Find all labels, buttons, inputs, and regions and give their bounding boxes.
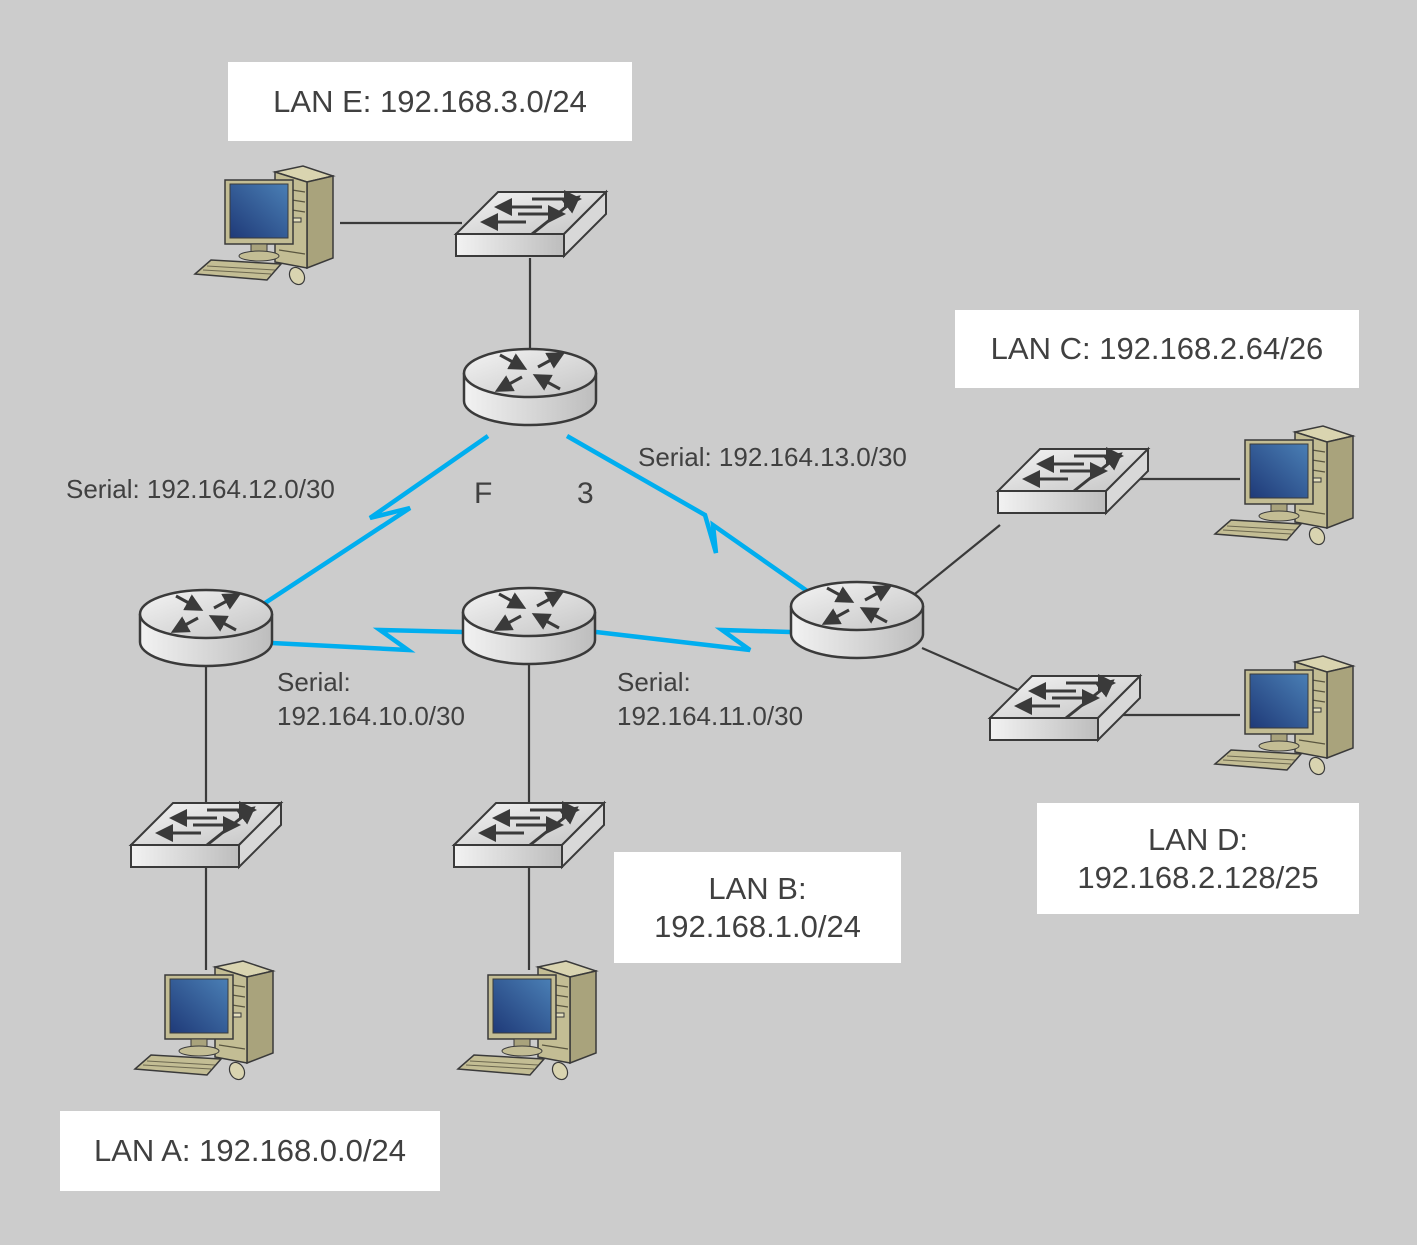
lan-e-text: LAN E: 192.168.3.0/24 xyxy=(273,83,587,119)
router-top xyxy=(464,349,596,425)
lan-a-text: LAN A: 192.168.0.0/24 xyxy=(94,1133,406,1168)
label-3: 3 xyxy=(577,477,594,510)
serial-label-12-text: Serial: 192.164.12.0/30 xyxy=(66,474,335,504)
pc-b xyxy=(457,960,597,1084)
pc-c xyxy=(1214,425,1354,549)
router-right xyxy=(791,582,923,658)
switch-a xyxy=(131,803,281,867)
serial-label-10-text-1: Serial: xyxy=(277,667,351,697)
lan-b-text-1: LAN B: xyxy=(708,870,807,906)
pc-a xyxy=(134,960,274,1084)
lan-c-text: LAN C: 192.168.2.64/26 xyxy=(990,331,1324,366)
serial-label-12: Serial: 192.164.12.0/30 xyxy=(66,472,335,506)
pc-d xyxy=(1214,655,1354,779)
serial-label-13-text: Serial: 192.164.13.0/30 xyxy=(638,442,907,472)
serial-label-10: Serial: 192.164.10.0/30 xyxy=(277,665,465,733)
pc-e xyxy=(194,165,334,289)
serial-label-10-text-2: 192.164.10.0/30 xyxy=(277,701,465,731)
label-f: F xyxy=(474,477,493,510)
switch-d xyxy=(990,676,1140,740)
serial-link-10 xyxy=(271,627,464,653)
serial-label-11: Serial: 192.164.11.0/30 xyxy=(617,665,803,733)
lan-e-label: LAN E: 192.168.3.0/24 xyxy=(228,62,632,141)
ethernet-links xyxy=(204,221,1240,970)
serial-label-13: Serial: 192.164.13.0/30 xyxy=(638,440,907,474)
router-left xyxy=(140,590,272,666)
serial-label-11-text-2: 192.164.11.0/30 xyxy=(617,701,804,731)
serial-link-13 xyxy=(565,434,822,602)
lan-c-label: LAN C: 192.168.2.64/26 xyxy=(955,310,1359,388)
lan-b-label: LAN B: 192.168.1.0/24 xyxy=(614,852,901,963)
lan-d-text-2: 192.168.2.128/25 xyxy=(1077,859,1319,895)
switch-c xyxy=(998,449,1148,513)
switch-e xyxy=(456,192,606,256)
switch-b xyxy=(454,803,604,867)
lan-d-label: LAN D: 192.168.2.128/25 xyxy=(1037,803,1359,914)
serial-link-11 xyxy=(595,627,791,653)
link-r-right-sw-d xyxy=(921,646,1019,692)
lan-d-text-1: LAN D: xyxy=(1148,821,1248,857)
lan-b-text-2: 192.168.1.0/24 xyxy=(654,908,861,944)
lan-a-label: LAN A: 192.168.0.0/24 xyxy=(60,1111,440,1191)
serial-links xyxy=(260,434,822,653)
serial-link-12 xyxy=(260,434,490,607)
link-r-right-sw-c xyxy=(904,524,1001,603)
serial-label-11-text-1: Serial: xyxy=(617,667,691,697)
router-middle xyxy=(463,588,595,664)
